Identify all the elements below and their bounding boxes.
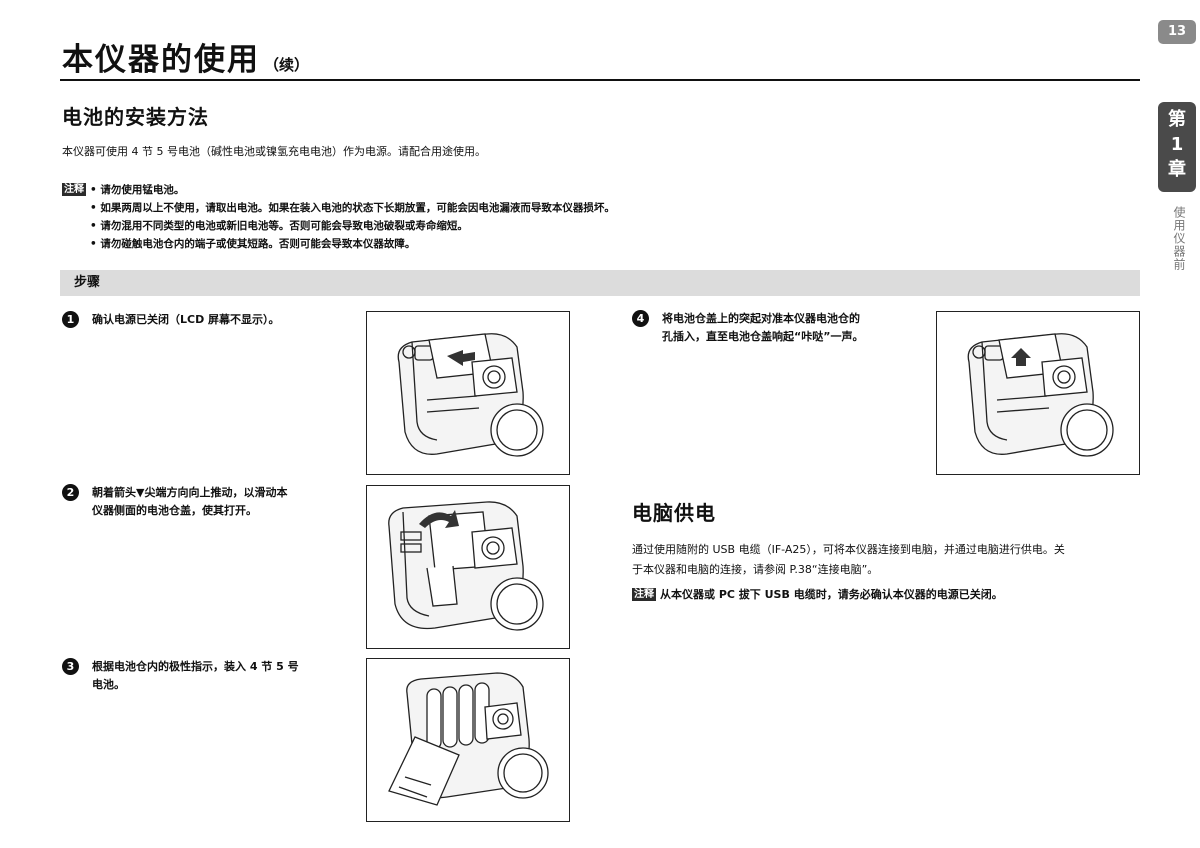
step-4-illustration (936, 311, 1140, 475)
pc-body-line: 通过使用随附的 USB 电缆（IF-A25），可将本仪器连接到电脑，并通过电脑进… (632, 543, 1065, 556)
step-line: 仪器侧面的电池仓盖，使其打开。 (92, 504, 257, 517)
device-illustration (397, 333, 544, 457)
step-line: 将电池仓盖上的突起对准本仪器电池仓的 (662, 312, 860, 325)
battery-intro: 本仪器可使用 4 节 5 号电池（碱性电池或镍氢充电电池）作为电源。请配合用途使… (62, 145, 486, 158)
pc-section-body: 通过使用随附的 USB 电缆（IF-A25），可将本仪器连接到电脑，并通过电脑进… (632, 540, 1142, 580)
battery-section-heading: 电池的安装方法 (62, 105, 209, 129)
step-line: 电池。 (92, 678, 125, 691)
chapter-tab-line: 章 (1168, 159, 1186, 180)
note-item: • 如果两周以上不使用，请取出电池。如果在装入电池的状态下长期放置，可能会因电池… (90, 202, 615, 214)
step-number-badge: 3 (62, 658, 79, 675)
step-text: 确认电源已关闭（LCD 屏幕不显示）。 (92, 311, 280, 329)
page-title-text: 本仪器的使用 (62, 42, 260, 78)
pc-section-heading-wrap: 电脑供电 (632, 497, 716, 526)
device-illustration (967, 333, 1114, 457)
steps-heading-bar: 步骤 (60, 270, 1140, 296)
step-item: 2 朝着箭头▼尖端方向向上推动，以滑动本 仪器侧面的电池仓盖，使其打开。 (62, 484, 362, 524)
step-line: 朝着箭头▼尖端方向向上推动，以滑动本 (92, 486, 288, 499)
title-divider (60, 79, 1140, 81)
step-2-illustration (366, 485, 570, 649)
step-text: 朝着箭头▼尖端方向向上推动，以滑动本 仪器侧面的电池仓盖，使其打开。 (92, 484, 287, 520)
page-number-badge: 13 (1158, 20, 1196, 44)
note-text: 从本仪器或 PC 拔下 USB 电缆时，请务必确认本仪器的电源已关闭。 (660, 588, 1003, 601)
page-title-suffix: （续） (264, 56, 310, 74)
step-1-illustration (366, 311, 570, 475)
step-number-badge: 2 (62, 484, 79, 501)
step-item: 3 根据电池仓内的极性指示，装入 4 节 5 号 电池。 (62, 658, 362, 698)
pc-section-heading: 电脑供电 (632, 501, 716, 525)
note-text: • 请勿使用锰电池。 (90, 184, 185, 196)
note-item: 注释 • 请勿使用锰电池。 (62, 181, 962, 199)
step-line: 根据电池仓内的极性指示，装入 4 节 5 号 (92, 660, 299, 673)
page-title: 本仪器的使用（续） (62, 34, 309, 79)
step-line: 确认电源已关闭（LCD 屏幕不显示）。 (92, 313, 280, 326)
device-illustration (388, 501, 544, 631)
chapter-tab[interactable]: 第 1 章 (1158, 102, 1196, 192)
note-item: • 请勿碰触电池仓内的端子或使其短路。否则可能会导致本仪器故障。 (90, 238, 416, 250)
step-3-illustration (366, 658, 570, 822)
note-item: • 请勿混用不同类型的电池或新旧电池等。否则可能会导致电池破裂或寿命缩短。 (90, 220, 468, 232)
chapter-section-label: 使用仪器前 (1172, 206, 1186, 271)
device-illustration (388, 672, 549, 806)
note-tag: 注释 (632, 588, 656, 601)
step-item: 4 将电池仓盖上的突起对准本仪器电池仓的 孔插入，直至电池仓盖响起“咔哒”一声。 (632, 310, 932, 350)
step-text: 根据电池仓内的极性指示，装入 4 节 5 号 电池。 (92, 658, 299, 694)
note-tag: 注释 (62, 183, 86, 196)
step-item: 1 确认电源已关闭（LCD 屏幕不显示）。 (62, 311, 362, 351)
step-text: 将电池仓盖上的突起对准本仪器电池仓的 孔插入，直至电池仓盖响起“咔哒”一声。 (662, 310, 863, 346)
pc-section-note: 注释从本仪器或 PC 拔下 USB 电缆时，请务必确认本仪器的电源已关闭。 (632, 586, 1003, 604)
battery-section-heading-wrap: 电池的安装方法 (62, 101, 209, 130)
chapter-tab-line: 第 (1168, 109, 1186, 130)
step-number-badge: 1 (62, 311, 79, 328)
battery-notes: 注释 • 请勿使用锰电池。 • 如果两周以上不使用，请取出电池。如果在装入电池的状… (62, 181, 962, 253)
chapter-tab-line: 1 (1170, 134, 1184, 155)
step-number-badge: 4 (632, 310, 649, 327)
pc-body-line: 于本仪器和电脑的连接，请参阅 P.38“连接电脑”。 (632, 563, 879, 576)
step-line: 孔插入，直至电池仓盖响起“咔哒”一声。 (662, 330, 864, 343)
